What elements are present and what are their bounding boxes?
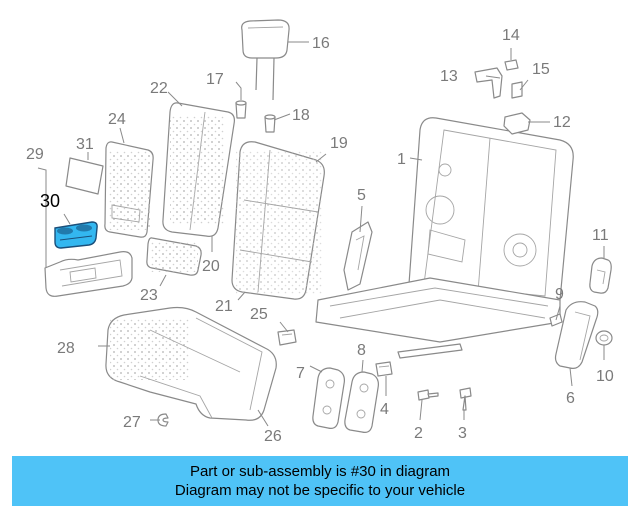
cup-holder-part-highlighted[interactable] [54, 221, 98, 249]
callout-1: 1 [397, 151, 406, 168]
cap-10-part[interactable] [595, 330, 613, 346]
callout-10: 10 [596, 368, 614, 385]
callout-17: 17 [206, 71, 224, 88]
callout-6: 6 [566, 390, 575, 407]
callout-12: 12 [553, 114, 571, 131]
seatback-pad-part[interactable] [162, 102, 235, 237]
seatback-cover-part[interactable] [231, 141, 325, 300]
latch-part[interactable] [503, 112, 531, 135]
headrest-guide-lock-part[interactable] [264, 114, 276, 133]
callout-4: 4 [380, 401, 389, 418]
info-banner: Part or sub-assembly is #30 in diagram D… [12, 456, 628, 506]
callout-3: 3 [458, 425, 467, 442]
seat-frame-part[interactable] [315, 117, 574, 359]
callout-25: 25 [250, 306, 268, 323]
callout-11: 11 [592, 227, 609, 244]
headrest-part[interactable] [241, 19, 290, 101]
bracket-13-part[interactable] [474, 67, 503, 99]
callout-28: 28 [57, 340, 75, 357]
clip-4-part[interactable] [375, 361, 393, 377]
callout-29: 29 [26, 146, 44, 163]
banner-line-disclaimer: Diagram may not be specific to your vehi… [174, 482, 466, 499]
callout-26: 26 [264, 428, 282, 445]
callout-14: 14 [502, 27, 520, 44]
callout-23: 23 [140, 287, 158, 304]
leader-lines [37, 41, 605, 427]
hinge-cover-7-part[interactable] [312, 367, 345, 429]
callout-19: 19 [330, 135, 348, 152]
seatback-bracket-part[interactable] [146, 237, 202, 276]
callout-5: 5 [357, 187, 366, 204]
callout-13: 13 [440, 68, 458, 85]
side-cover-6-part[interactable] [554, 301, 599, 369]
seat-cushion-part[interactable] [105, 306, 277, 421]
bolt-3-part[interactable] [459, 387, 472, 411]
clip-14-part[interactable] [504, 59, 519, 71]
callout-24: 24 [108, 111, 126, 128]
callout-15: 15 [532, 61, 550, 78]
cover-11-part[interactable] [589, 257, 612, 294]
banner-line-part-info: Part or sub-assembly is #30 in diagram [189, 463, 451, 480]
callout-20: 20 [202, 258, 220, 275]
callout-31: 31 [76, 136, 94, 153]
callout-labels: 16 17 18 22 24 31 29 30 19 20 23 21 28 2… [26, 27, 614, 445]
trim-panel-part[interactable] [65, 157, 104, 195]
clip-27-part[interactable] [157, 413, 169, 427]
clip-15-part[interactable] [511, 81, 523, 99]
clip-25-part[interactable] [277, 329, 297, 346]
callout-2: 2 [414, 425, 423, 442]
callout-27: 27 [123, 414, 141, 431]
callout-30: 30 [40, 191, 60, 211]
parts-diagram: 16 17 18 22 24 31 29 30 19 20 23 21 28 2… [26, 19, 614, 445]
bolt-2-part[interactable] [417, 389, 439, 401]
callout-7: 7 [296, 365, 305, 382]
headrest-guide-part[interactable] [235, 100, 247, 119]
callout-8: 8 [357, 342, 366, 359]
hinge-cover-8-part[interactable] [344, 371, 379, 433]
callout-18: 18 [292, 107, 310, 124]
callout-22: 22 [150, 80, 168, 97]
side-bracket-5-part[interactable] [343, 221, 373, 291]
armrest-housing-part[interactable] [44, 251, 133, 297]
callout-16: 16 [312, 35, 330, 52]
seatback-panel-part[interactable] [104, 141, 154, 238]
callout-21: 21 [215, 298, 233, 315]
callout-9: 9 [555, 286, 564, 303]
